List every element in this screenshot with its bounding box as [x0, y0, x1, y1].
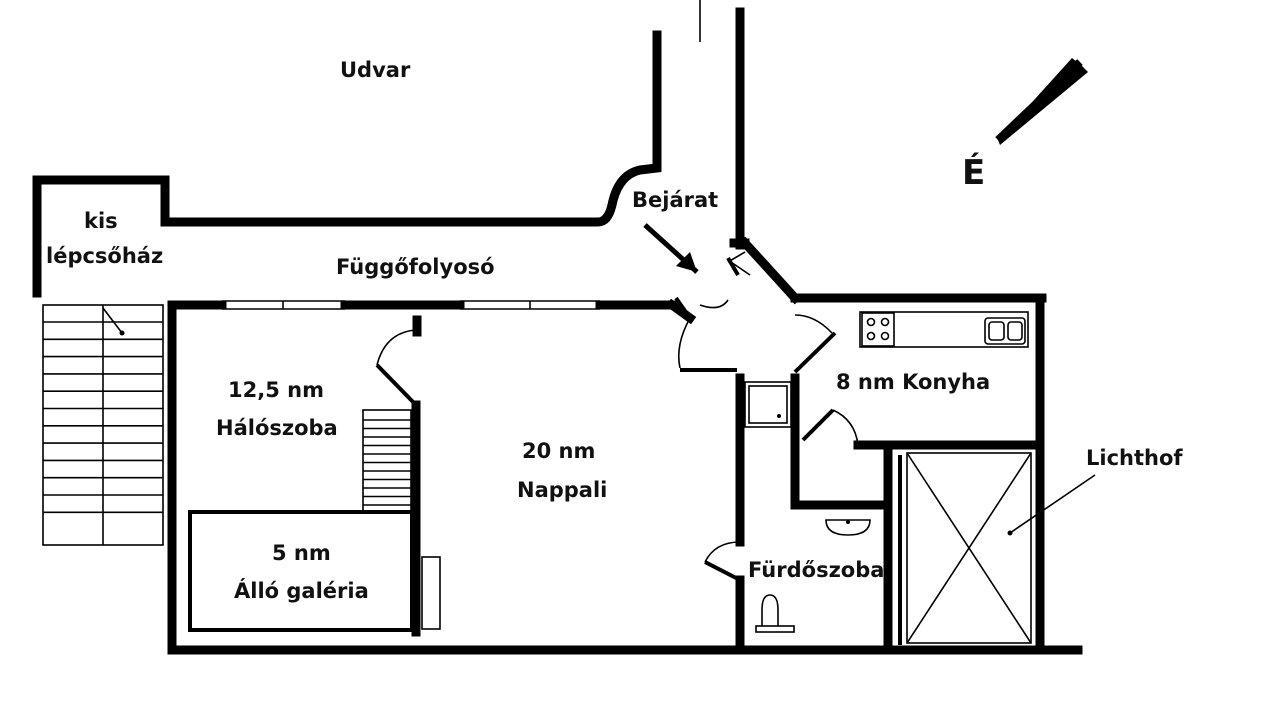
corridor-walls: [32, 0, 745, 298]
small-staircase: [42, 304, 164, 546]
label-kitchen: 8 nm Konyha: [836, 370, 990, 394]
label-udvar: Udvar: [340, 58, 411, 82]
label-living-area: 20 nm: [522, 439, 595, 463]
gallery-outline: [188, 510, 414, 632]
label-bedroom-area: 12,5 nm: [228, 378, 324, 402]
entrance-arrow: [643, 223, 699, 274]
label-gallery-name: Álló galéria: [234, 578, 369, 603]
bathroom-fixtures: [744, 381, 871, 633]
north-arrow: [995, 58, 1088, 145]
cabinet: [421, 556, 441, 630]
label-north: É: [962, 152, 985, 193]
label-lepcsohaz: lépcsőház: [46, 244, 163, 268]
light-well: [906, 452, 1096, 644]
label-lichthof: Lichthof: [1086, 446, 1183, 470]
doors: [375, 296, 859, 582]
interior-walls: [411, 315, 1045, 650]
label-kis: kis: [84, 209, 118, 233]
label-gallery-area: 5 nm: [272, 541, 331, 565]
kitchen-counter: [859, 311, 1029, 348]
label-bathroom: Fürdőszoba: [748, 558, 884, 582]
label-bedroom-name: Hálószoba: [216, 416, 338, 440]
apartment-walls: [167, 236, 1083, 655]
bedroom-stair: [362, 409, 412, 513]
label-bejarat: Bejárat: [632, 188, 718, 212]
label-living-name: Nappali: [517, 478, 607, 502]
label-fuggofolyoso: Függőfolyosó: [336, 255, 495, 279]
